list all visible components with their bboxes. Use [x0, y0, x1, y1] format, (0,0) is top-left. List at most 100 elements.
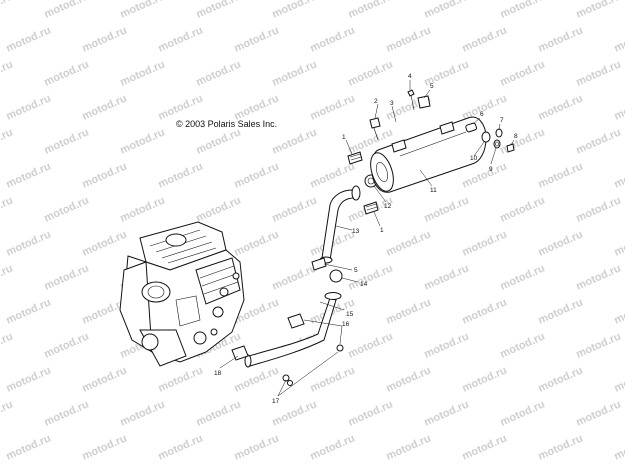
watermark-text: motod.ru [460, 364, 508, 394]
watermark-text: motod.ru [270, 262, 318, 292]
watermark-text: motod.ru [498, 0, 546, 21]
watermark-text: motod.ru [232, 364, 280, 394]
watermark-text: motod.ru [270, 0, 318, 21]
watermark-text: motod.ru [536, 24, 584, 54]
watermark-text: motod.ru [498, 330, 546, 360]
watermark-text: motod.ru [536, 92, 584, 122]
callout-4: 4 [408, 73, 412, 80]
watermark-text: motod.ru [612, 92, 625, 122]
watermark-text: motod.ru [612, 296, 625, 326]
watermark-text: motod.ru [612, 228, 625, 258]
watermark-text: motod.ru [156, 160, 204, 190]
watermark-text: motod.ru [4, 24, 52, 54]
watermark-text: motod.ru [4, 364, 52, 394]
watermark-text: motod.ru [612, 160, 625, 190]
watermark-text: motod.ru [0, 398, 15, 428]
watermark-text: motod.ru [308, 92, 356, 122]
watermark-text: motod.ru [80, 228, 128, 258]
callout-3: 3 [390, 100, 394, 107]
watermark-text: motod.ru [460, 432, 508, 462]
watermark-text: motod.ru [194, 194, 242, 224]
watermark-text: motod.ru [422, 194, 470, 224]
clamp-5 [311, 257, 327, 271]
watermark-text: motod.ru [536, 296, 584, 326]
watermark-text: motod.ru [194, 58, 242, 88]
watermark-text: motod.ru [384, 24, 432, 54]
watermark-text: motod.ru [4, 160, 52, 190]
watermark-text: motod.ru [498, 126, 546, 156]
callout-1-lower: 1 [380, 227, 384, 234]
watermark-text: motod.ru [4, 228, 52, 258]
watermark-text: motod.ru [42, 126, 90, 156]
watermark-text: motod.ru [80, 432, 128, 462]
watermark-text: motod.ru [574, 194, 622, 224]
callout-8: 8 [514, 133, 518, 140]
clamp-upper [347, 151, 363, 165]
watermark-text: motod.ru [232, 432, 280, 462]
exhaust-pipe-upper [319, 185, 361, 264]
watermark-text: motod.ru [460, 24, 508, 54]
clamp-lower [363, 201, 379, 215]
watermark-text: motod.ru [346, 398, 394, 428]
watermark-text: motod.ru [460, 296, 508, 326]
watermark-text: motod.ru [536, 432, 584, 462]
watermark-text: motod.ru [232, 160, 280, 190]
watermark-text: motod.ru [384, 432, 432, 462]
watermark-text: motod.ru [0, 0, 15, 21]
callout-6: 6 [480, 111, 484, 118]
grommet-5 [417, 95, 431, 109]
watermark-text: motod.ru [0, 58, 15, 88]
flange-upper [287, 313, 305, 329]
engine-assembly [119, 221, 245, 367]
watermark-text: motod.ru [156, 24, 204, 54]
watermark-text: motod.ru [574, 126, 622, 156]
watermark-text: motod.ru [612, 364, 625, 394]
watermark-text: motod.ru [270, 126, 318, 156]
watermark-text: motod.ru [194, 398, 242, 428]
watermark-text: motod.ru [118, 0, 166, 21]
callout-15: 15 [346, 311, 354, 318]
watermark-text: motod.ru [574, 262, 622, 292]
watermark-text: motod.ru [118, 194, 166, 224]
callout-7: 7 [500, 117, 504, 124]
watermark-text: motod.ru [498, 262, 546, 292]
watermark-text: motod.ru [308, 432, 356, 462]
tailpipe-cap [465, 122, 477, 133]
copyright-notice: © 2003 Polaris Sales Inc. [176, 119, 278, 129]
callout-11: 11 [430, 187, 437, 194]
watermark-text: motod.ru [270, 58, 318, 88]
watermark-text: motod.ru [574, 0, 622, 21]
watermark-text: motod.ru [574, 58, 622, 88]
watermark-text: motod.ru [4, 432, 52, 462]
watermark-text: motod.ru [536, 364, 584, 394]
watermark-text: motod.ru [42, 0, 90, 21]
callout-9: 9 [489, 166, 493, 173]
watermark-text: motod.ru [612, 432, 625, 462]
watermark-text: motod.ru [118, 398, 166, 428]
watermark-text: motod.ru [422, 262, 470, 292]
callout-14: 14 [360, 281, 368, 288]
watermark-text: motod.ru [42, 58, 90, 88]
callout-18: 18 [214, 370, 222, 377]
watermark-text: motod.ru [574, 330, 622, 360]
watermark-text: motod.ru [308, 160, 356, 190]
watermark-text: motod.ru [42, 194, 90, 224]
callout-16: 16 [342, 321, 350, 328]
watermark-text: motod.ru [536, 160, 584, 190]
watermark-text: motod.ru [498, 58, 546, 88]
watermark-text: motod.ru [0, 262, 15, 292]
watermark-text: motod.ru [118, 126, 166, 156]
gasket-ring-14 [329, 269, 343, 283]
bolt-4 [407, 89, 415, 97]
watermark-text: motod.ru [346, 58, 394, 88]
watermark-text: motod.ru [422, 330, 470, 360]
callout-5-upper: 5 [430, 83, 434, 90]
watermark-text: motod.ru [194, 126, 242, 156]
watermark-text: motod.ru [384, 296, 432, 326]
watermark-text: motod.ru [80, 160, 128, 190]
watermark-text: motod.ru [498, 194, 546, 224]
watermark-text: motod.ru [422, 398, 470, 428]
watermark-text: motod.ru [118, 58, 166, 88]
watermark-text: motod.ru [498, 398, 546, 428]
